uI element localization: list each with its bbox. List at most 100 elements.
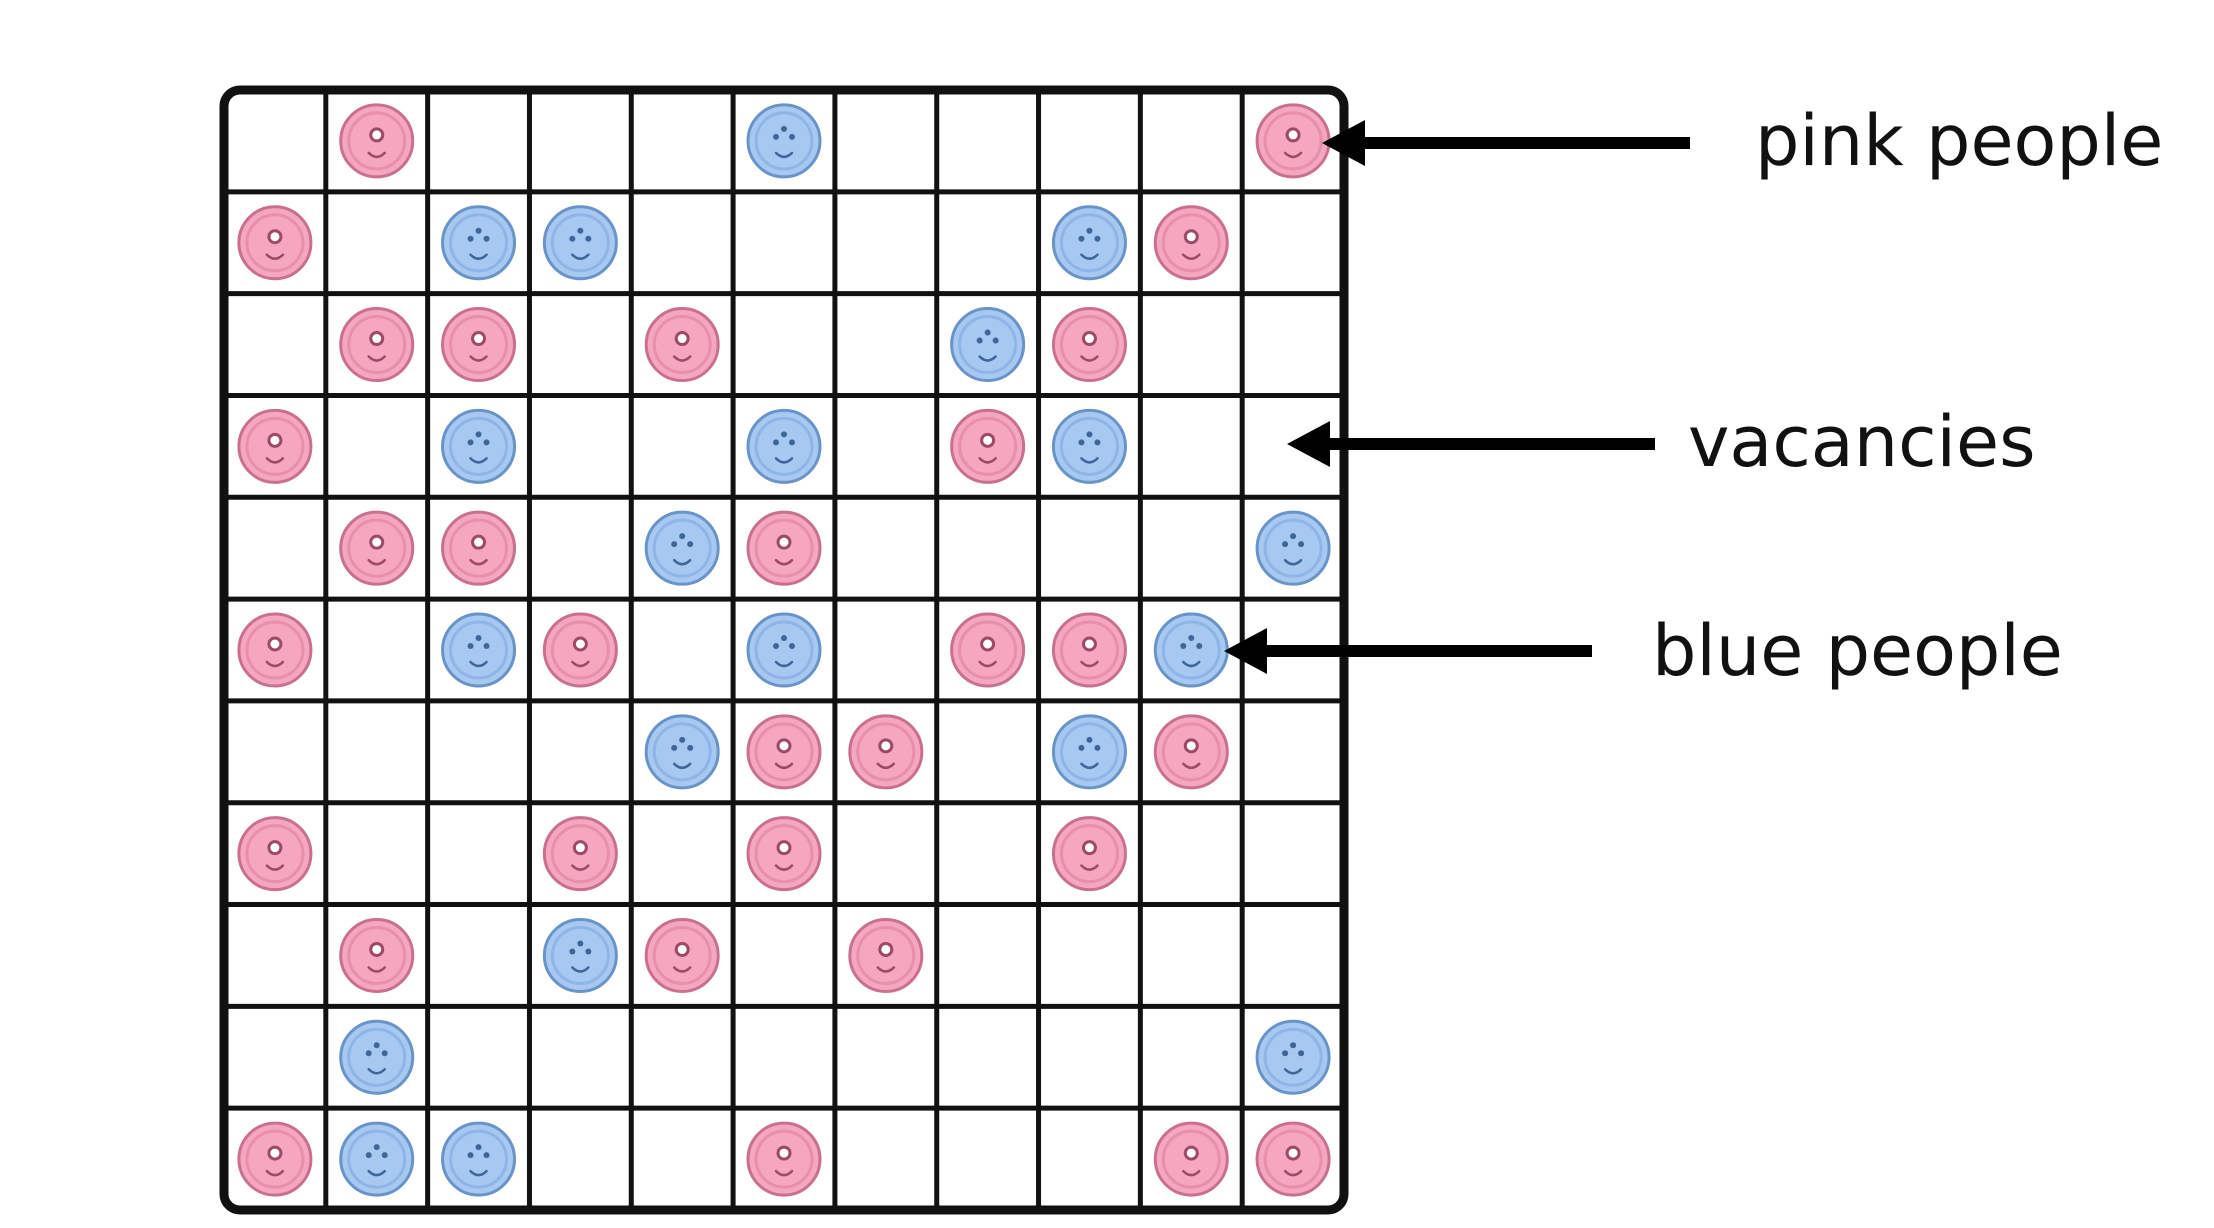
pink-person-token: [746, 510, 822, 586]
token-ring: [754, 416, 814, 476]
token-ring: [958, 620, 1018, 680]
token-ring: [1161, 213, 1221, 273]
blue-person-token: [1051, 714, 1127, 790]
face-smile: [265, 457, 285, 464]
token-ring: [1161, 1129, 1221, 1189]
face-smile: [1080, 355, 1099, 362]
token-ring: [449, 213, 509, 273]
token-ring: [754, 824, 814, 884]
face-eye-right: [483, 643, 490, 649]
vacancies-label: vacancies: [1688, 401, 2036, 483]
pink-person-token: [1255, 103, 1331, 179]
face-dot-top: [475, 1144, 482, 1151]
face-eye: [267, 636, 283, 652]
face-eye: [1285, 127, 1301, 143]
face-smile: [469, 660, 488, 668]
face-eye-left: [976, 337, 983, 344]
pink-person-token: [848, 917, 924, 993]
blue-person-token: [746, 612, 822, 688]
face-smile: [469, 355, 488, 362]
token-ring: [245, 1129, 305, 1189]
blue-person-token: [1255, 510, 1331, 586]
face-eye-left: [467, 235, 474, 242]
face-smile: [1080, 457, 1099, 464]
face-smile: [1080, 864, 1099, 871]
face-smile: [672, 966, 692, 973]
pink-person-token: [848, 714, 924, 790]
face-eye-right: [1094, 235, 1101, 242]
token-ring: [449, 518, 509, 578]
token-body: [1153, 612, 1229, 688]
pink-person-token: [1153, 714, 1229, 790]
pink-person-token: [746, 1121, 822, 1197]
face-smile: [672, 762, 692, 770]
token-ring: [958, 416, 1018, 476]
face-eye-left: [671, 744, 678, 751]
face-smile: [265, 864, 285, 871]
face-eye-right: [687, 541, 694, 548]
face-eye: [776, 738, 792, 754]
face-smile: [876, 762, 896, 770]
blue-person-token: [1051, 408, 1127, 484]
face-smile: [367, 355, 386, 362]
token-ring: [754, 1129, 814, 1189]
face-dot-top: [475, 635, 482, 641]
face-eye: [471, 534, 487, 550]
token-ring: [347, 1129, 407, 1189]
token-ring: [347, 315, 407, 375]
face-eye-left: [467, 643, 474, 649]
token-ring: [550, 620, 610, 680]
pink-people-annotation: pink people: [1322, 100, 2163, 182]
token-body: [950, 307, 1026, 383]
face-dot-top: [577, 227, 584, 234]
token-ring: [1263, 518, 1323, 578]
face-eye: [267, 432, 283, 448]
face-eye: [878, 941, 894, 957]
face-eye: [1183, 738, 1199, 754]
face-smile: [1283, 151, 1303, 159]
pink-person-token: [542, 816, 618, 892]
face-eye-left: [569, 235, 576, 242]
face-smile: [367, 1068, 386, 1075]
blue-person-token: [950, 307, 1026, 383]
pink-person-token: [339, 307, 415, 383]
face-eye-left: [1282, 541, 1289, 548]
face-eye-right: [992, 337, 999, 344]
blue-person-token: [339, 1019, 415, 1095]
face-dot-top: [577, 940, 584, 947]
face-eye-right: [789, 133, 795, 140]
token-ring: [652, 518, 712, 578]
token-ring: [347, 518, 407, 578]
face-smile: [571, 253, 590, 260]
token-ring: [1161, 620, 1221, 680]
token-ring: [652, 925, 712, 985]
face-smile: [1080, 660, 1099, 668]
face-eye-right: [483, 235, 490, 242]
face-eye: [267, 840, 283, 856]
token-body: [441, 612, 517, 688]
face-eye: [776, 1145, 792, 1161]
token-ring: [856, 722, 916, 782]
face-dot-top: [781, 635, 787, 641]
pink-person-token: [237, 1121, 313, 1197]
face-smile: [978, 660, 997, 668]
token-body: [644, 510, 720, 586]
blue-person-token: [441, 612, 517, 688]
pink-person-token: [237, 612, 313, 688]
face-smile: [265, 660, 285, 668]
pink-person-token: [1051, 816, 1127, 892]
token-ring: [754, 722, 814, 782]
face-smile: [1182, 660, 1201, 668]
token-ring: [347, 925, 407, 985]
face-smile: [876, 966, 896, 973]
blue-person-token: [441, 1121, 517, 1197]
token-body: [1051, 714, 1127, 790]
face-smile: [367, 966, 386, 973]
annotations: pink people vacancies blue people: [1224, 100, 2163, 692]
pink-person-token: [644, 917, 720, 993]
token-ring: [652, 722, 712, 782]
face-smile: [571, 966, 590, 973]
pink-person-token: [950, 612, 1026, 688]
face-smile: [265, 253, 285, 260]
